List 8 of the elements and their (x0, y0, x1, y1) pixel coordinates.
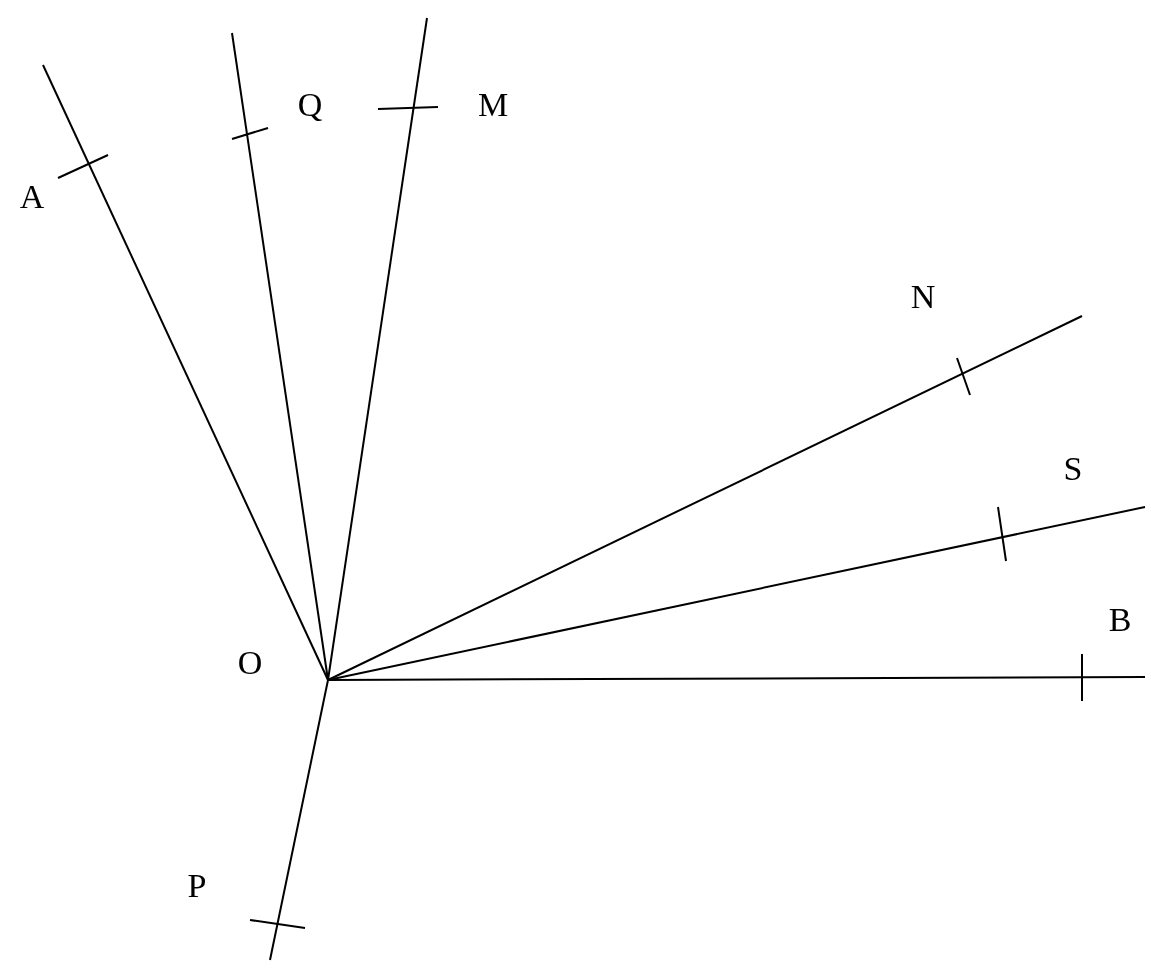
point-label: S (1063, 452, 1083, 486)
point-label: P (187, 869, 207, 903)
point-label: N (910, 280, 936, 314)
point-label: A (19, 180, 45, 214)
point-label: B (1108, 603, 1132, 637)
point-label: Q (297, 88, 323, 122)
point-label: O (237, 646, 263, 680)
point-label: M (477, 88, 509, 122)
